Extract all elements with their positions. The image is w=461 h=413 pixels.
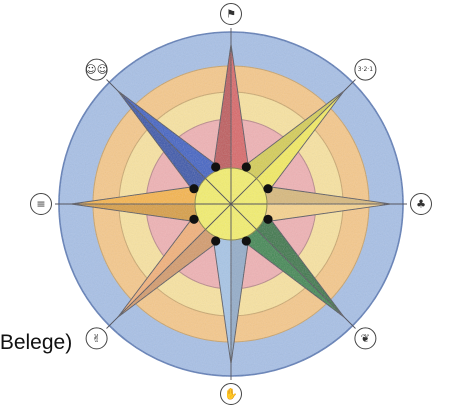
tree-icon-glyph: ♣: [416, 198, 426, 211]
flag-icon: ⚑: [221, 4, 242, 25]
book-icon-glyph: ≡: [36, 198, 45, 211]
leaf-icon-glyph: ❦: [361, 332, 370, 345]
hub-dot: [189, 215, 198, 224]
hub-dot: [242, 236, 251, 245]
people-icon-glyph: ☺☺: [85, 63, 108, 76]
numbers-icon: 3·2·1: [355, 59, 376, 80]
gesture-icon: ✌: [86, 328, 107, 349]
hands-icon: ✋: [221, 384, 242, 405]
caption-text: /Belege): [0, 331, 72, 355]
hub-dot: [189, 184, 198, 193]
hands-icon-glyph: ✋: [224, 388, 238, 401]
hub-dot: [263, 184, 272, 193]
hub-dot: [263, 215, 272, 224]
numbers-icon-glyph: 3·2·1: [358, 66, 373, 73]
flag-icon-glyph: ⚑: [226, 8, 236, 21]
hub-dot: [211, 236, 220, 245]
leaf-icon: ❦: [355, 328, 376, 349]
hub-dot: [211, 162, 220, 171]
gesture-icon-glyph: ✌: [92, 332, 101, 345]
book-icon: ≡: [31, 194, 52, 215]
people-icon: ☺☺: [85, 59, 108, 80]
tree-icon: ♣: [411, 194, 432, 215]
hub-dot: [242, 162, 251, 171]
